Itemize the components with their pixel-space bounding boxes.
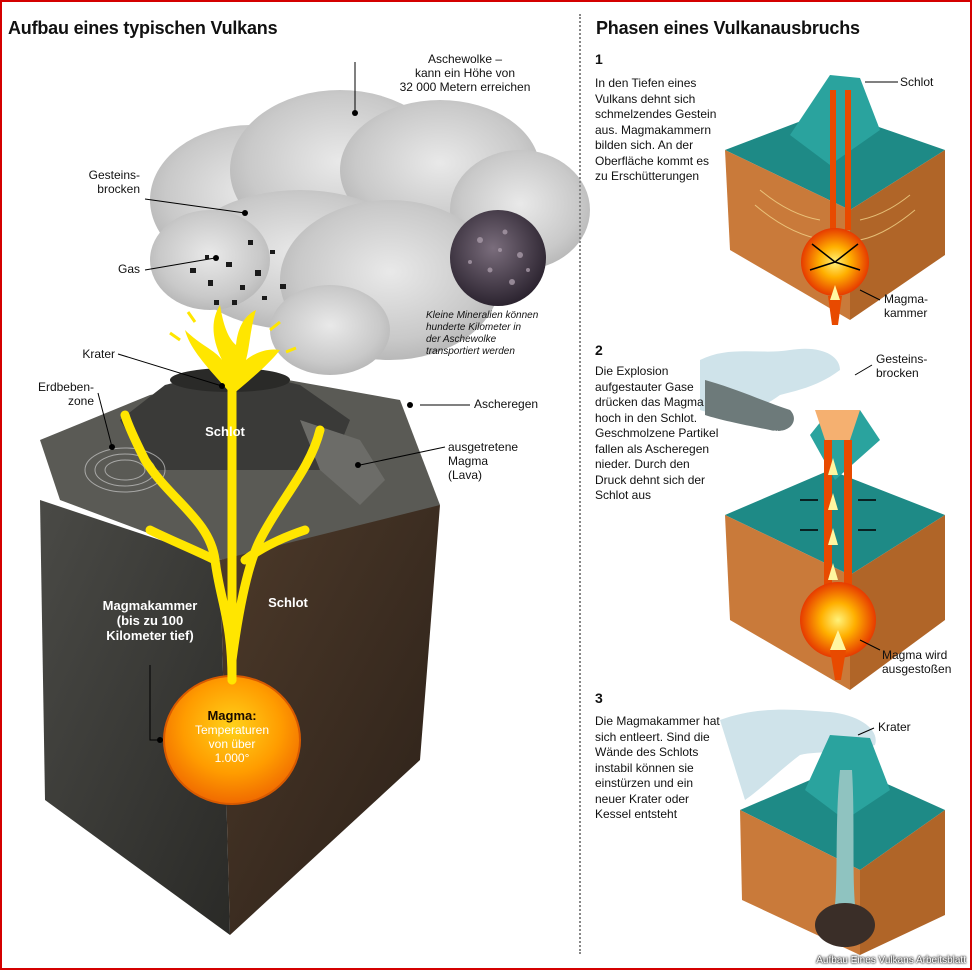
- phase-2-diagram: [700, 348, 945, 690]
- pointer-dot: [157, 737, 163, 743]
- magma-conduits: [120, 385, 325, 685]
- image-credit: Aufbau Eines Vulkans Arbeitsblatt: [816, 955, 966, 966]
- phase-3-text: Die Magmakammer hat sich entleert. Sind …: [595, 714, 720, 821]
- phase-2-text: Die Explosion aufgestauter Gase drücken …: [595, 364, 719, 502]
- label-rocks: Gesteins- brocken: [88, 168, 140, 196]
- label-crater: Krater: [82, 347, 115, 361]
- phase-2-number: 2: [595, 342, 603, 358]
- label-quake-zone: Erdbeben- zone: [37, 380, 94, 408]
- phase-1-callout-chamber: Magma- kammer: [884, 292, 929, 320]
- phase-3-number: 3: [595, 690, 603, 706]
- column-divider: [579, 14, 581, 954]
- phase-3-diagram: [720, 709, 945, 955]
- ash-cloud: [150, 90, 590, 375]
- label-vent-top: Schlot: [205, 424, 245, 439]
- phase-2-callout-magma: Magma wird ausgestoßen: [882, 648, 952, 676]
- label-ash-rain: Ascheregen: [474, 397, 539, 411]
- phase-2-callout-rocks: Gesteins- brocken: [876, 352, 928, 380]
- label-lava: ausgetretene Magma (Lava): [448, 440, 519, 482]
- phase-1-callout-vent: Schlot: [900, 75, 934, 89]
- label-magma-title: Magma:: [207, 708, 257, 723]
- pointer-dot: [213, 255, 219, 261]
- earthquake-rings: [84, 447, 166, 493]
- block-side-face: [220, 505, 440, 935]
- eruption-flame: [185, 305, 280, 395]
- pointer-dot: [242, 210, 248, 216]
- phase-1-text: In den Tiefen eines Vulkans dehnt sich s…: [595, 76, 717, 183]
- label-chamber: Magmakammer (bis zu 100 Kilometer tief): [102, 598, 198, 643]
- phase-3-callout-crater: Krater: [878, 720, 911, 734]
- pointer-dot: [407, 402, 413, 408]
- left-title: Aufbau eines typischen Vulkans: [8, 18, 278, 38]
- pointer-dot: [352, 110, 358, 116]
- label-magma-temp: Temperaturen von über 1.000°: [194, 723, 270, 765]
- pointer-dot: [109, 444, 115, 450]
- phase-2-callout-ash-rain: Ascheregen: [728, 426, 793, 440]
- block-front-face: [40, 500, 230, 935]
- right-title: Phasen eines Vulkanausbruchs: [596, 18, 860, 38]
- rock-fragments: [190, 240, 286, 305]
- label-vent-side: Schlot: [268, 595, 308, 610]
- pointer-dot: [219, 383, 225, 389]
- label-minerals: Kleine Mineralien können hunderte Kilome…: [426, 310, 539, 357]
- mineral-magnifier: [450, 210, 546, 306]
- phase-1-diagram: [725, 75, 945, 325]
- label-ash-cloud: Aschewolke – kann ein Höhe von 32 000 Me…: [399, 52, 531, 94]
- pointer-dot: [355, 462, 361, 468]
- label-gas: Gas: [117, 262, 140, 276]
- phase-1-number: 1: [595, 51, 603, 67]
